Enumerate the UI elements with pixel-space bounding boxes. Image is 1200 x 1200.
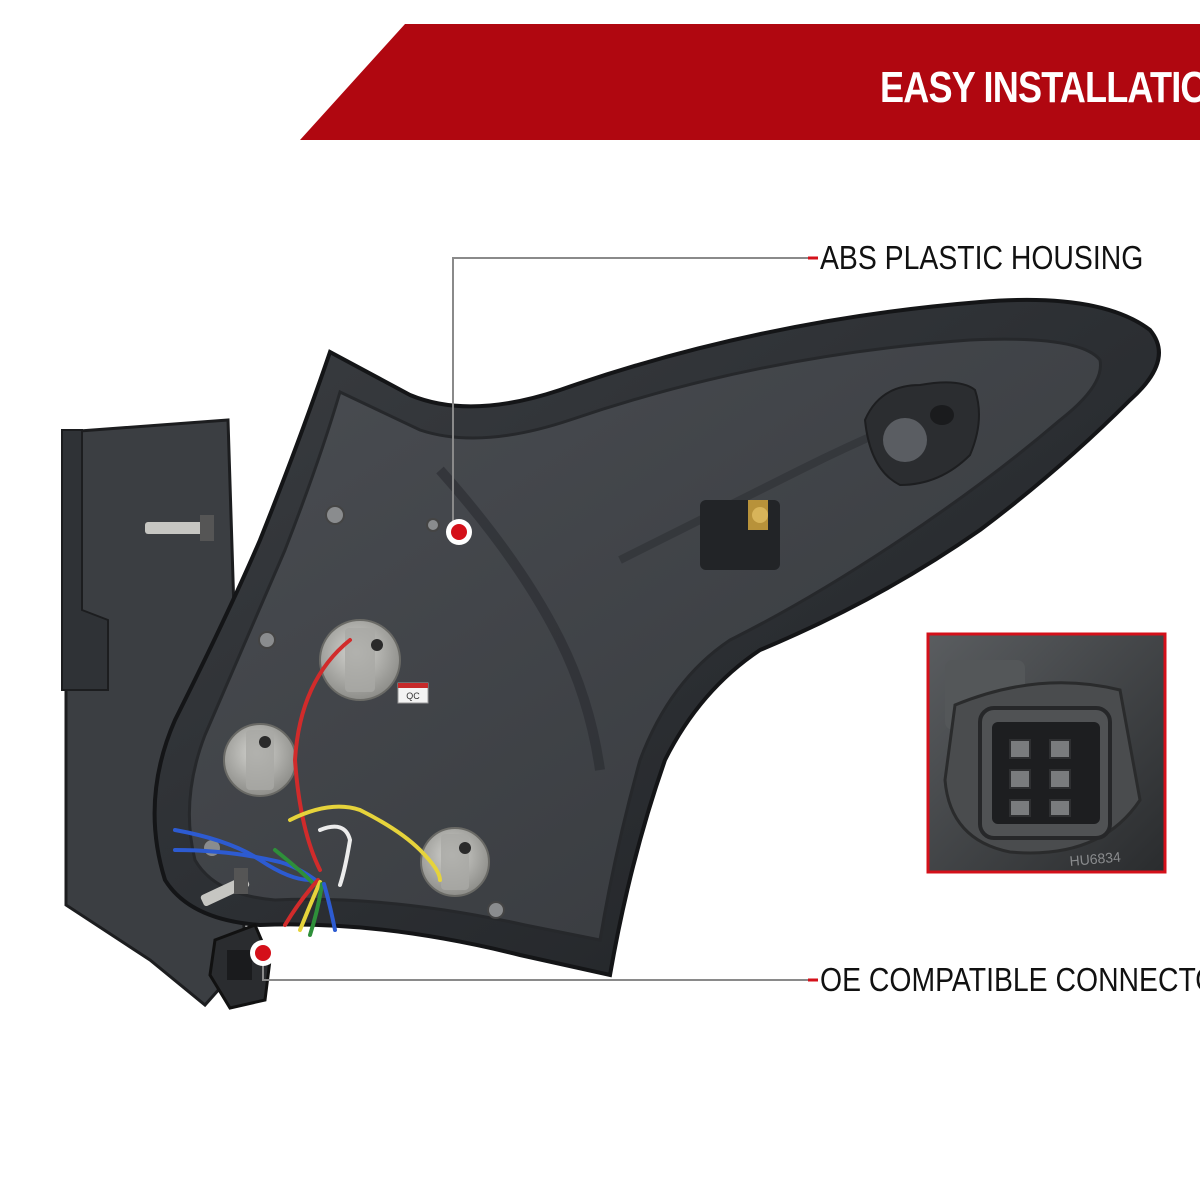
callout-dot-connector [250, 940, 276, 966]
wire-connector [208, 923, 272, 1010]
bulb-socket [223, 723, 297, 797]
connector-inset-photo: HU6834 [926, 632, 1167, 874]
housing-inner-panel [187, 337, 1102, 942]
qc-sticker-text: QC [406, 691, 420, 701]
screw [258, 631, 276, 649]
screw [325, 505, 345, 525]
wiring-harness [173, 638, 442, 937]
screw [426, 518, 440, 532]
banner-shape [300, 24, 1200, 140]
qc-sticker: QC [397, 682, 429, 704]
mounting-stud-left [200, 868, 250, 907]
callout-label-housing: ABS PLASTIC HOUSING [820, 239, 1144, 276]
bulb-socket [319, 619, 401, 701]
callout-label-connector: OE COMPATIBLE CONNECTOR [820, 961, 1200, 998]
connector-stamp-text: HU6834 [1069, 849, 1122, 869]
rubber-grommet [863, 381, 980, 487]
mounting-stud-left [145, 515, 214, 541]
callout-dot-housing [446, 519, 472, 545]
mounting-stud-right [700, 500, 780, 570]
banner-title: EASY INSTALLATION [880, 63, 1200, 112]
screw [487, 901, 505, 919]
callout-line-housing [452, 257, 810, 532]
